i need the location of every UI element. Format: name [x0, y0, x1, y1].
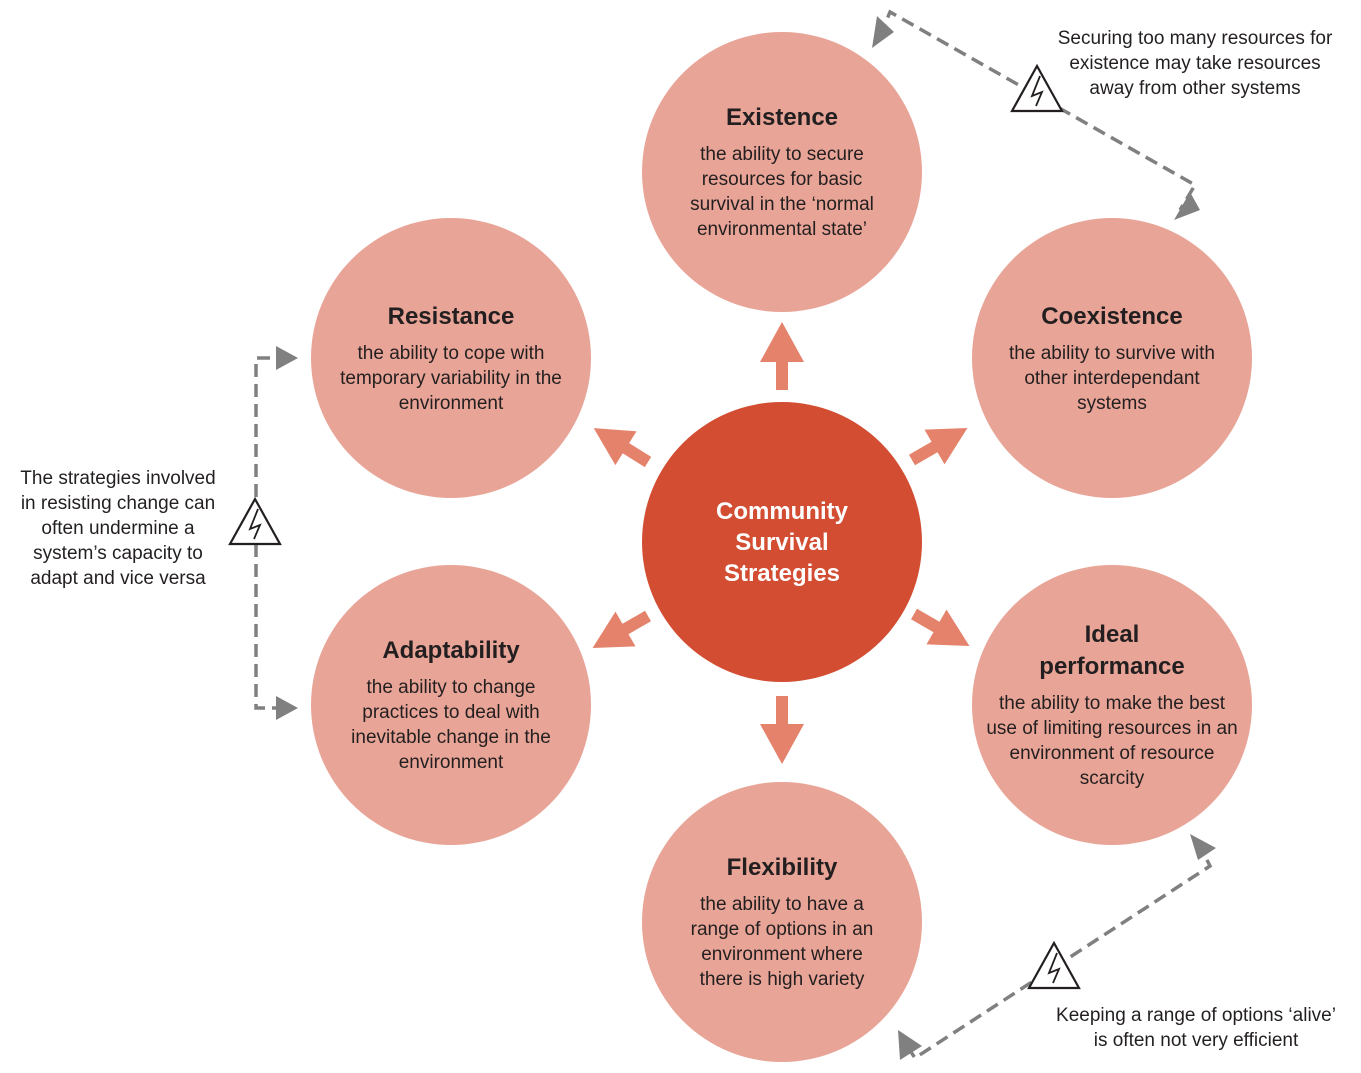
arrowhead-ideal-performance — [1190, 834, 1216, 860]
warning-triangle-lightning-icon — [228, 496, 282, 546]
existence-desc: the ability to secure resources for basi… — [690, 144, 874, 240]
radial-arrows — [592, 322, 970, 764]
center-title: Community Survival Strategies — [716, 497, 848, 587]
resistance-title: Resistance — [387, 302, 515, 330]
warning-triangle-lightning-icon — [1027, 940, 1081, 990]
resistance-circle: Resistance the ability to cope with temp… — [311, 218, 591, 498]
note-resistance-adaptability: The strategies involved in resisting cha… — [20, 468, 216, 589]
arrow-to-flexibility — [760, 696, 804, 764]
note-flexibility-efficiency: Keeping a range of options ‘alive’ is of… — [1056, 1005, 1336, 1051]
arrowhead-flexibility — [898, 1030, 922, 1060]
arrow-to-ideal-performance — [911, 608, 970, 646]
arrowhead-existence — [872, 16, 894, 48]
arrowhead-coexistence — [1174, 192, 1200, 220]
coexistence-circle: Coexistence the ability to survive with … — [972, 218, 1252, 498]
arrow-to-adaptability — [592, 610, 651, 648]
existence-circle: Existence the ability to secure resource… — [642, 32, 922, 312]
resistance-desc: the ability to cope with temporary varia… — [340, 342, 562, 414]
center-circle: Community Survival Strategies — [642, 402, 922, 682]
ideal-performance-desc: the ability to make the best use of limi… — [986, 693, 1238, 789]
flexibility-desc: the ability to have a range of options i… — [690, 894, 874, 990]
dashed-arrowheads — [276, 16, 1216, 1060]
arrow-to-coexistence — [909, 428, 968, 466]
arrow-to-resistance — [593, 428, 652, 468]
adaptability-circle: Adaptability the ability to change pract… — [311, 565, 591, 845]
adaptability-desc: the ability to change practices to deal … — [351, 677, 551, 773]
existence-title: Existence — [725, 104, 839, 131]
adaptability-title: Adaptability — [382, 637, 520, 664]
ideal-performance-title: Ideal performance — [1039, 621, 1185, 680]
flexibility-title: Flexibility — [726, 854, 838, 881]
flexibility-circle: Flexibility the ability to have a range … — [642, 782, 922, 1062]
arrow-to-existence — [760, 322, 804, 390]
warning-triangle-lightning-icon — [1010, 63, 1064, 113]
coexistence-title: Coexistence — [1041, 302, 1183, 330]
ideal-performance-circle: Ideal performance the ability to make th… — [972, 565, 1252, 845]
arrowhead-resistance — [276, 346, 298, 370]
arrowhead-adaptability — [276, 696, 298, 720]
coexistence-desc: the ability to survive with other interd… — [1009, 342, 1215, 414]
note-existence-tradeoff: Securing too many resources for existenc… — [1057, 28, 1333, 99]
